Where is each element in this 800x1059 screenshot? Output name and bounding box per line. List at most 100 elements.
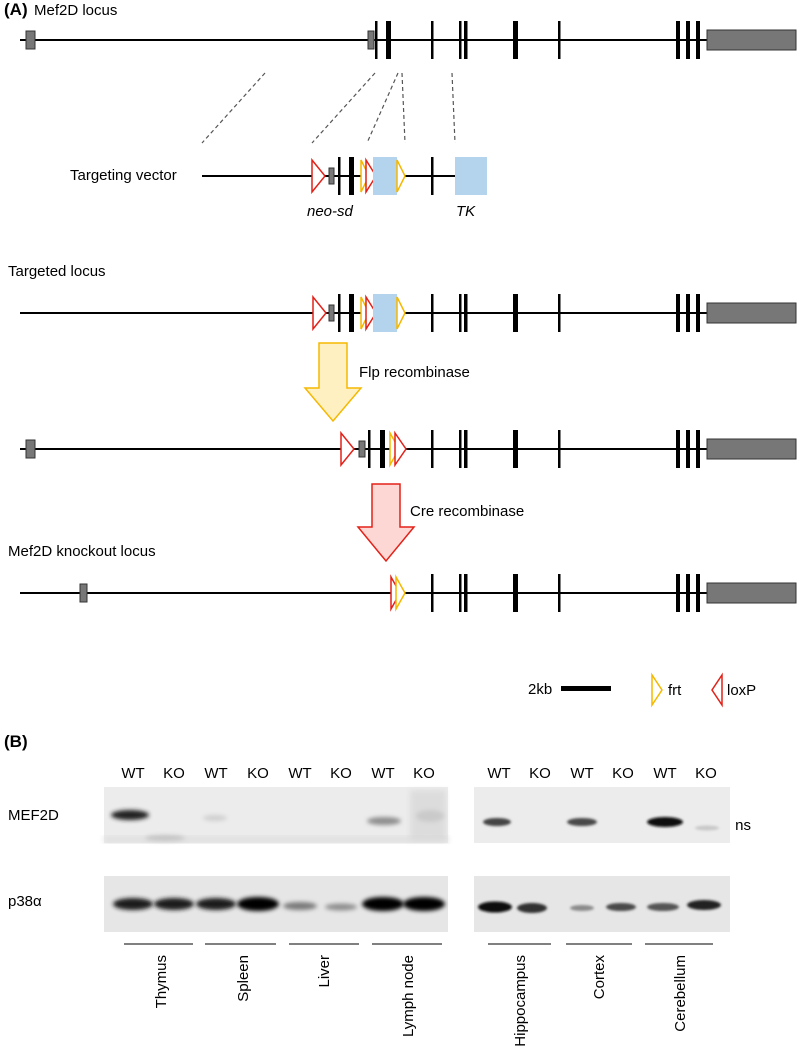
p38-blot-right [474, 876, 730, 932]
wildtype-locus [20, 21, 797, 59]
lane-label: KO [612, 765, 634, 782]
band [154, 898, 194, 910]
band [606, 903, 636, 911]
utr-exon-box [328, 167, 335, 185]
loxp-site-icon [311, 157, 326, 195]
exon [676, 430, 680, 468]
exon [431, 574, 434, 612]
utr-exon-box [358, 440, 366, 458]
loxp-site-icon [394, 430, 407, 468]
utr-5-box [79, 583, 88, 603]
loxp-site-icon [365, 157, 377, 195]
lane-label: WT [487, 765, 510, 782]
lane-label: WT [121, 765, 144, 782]
exon [686, 294, 690, 332]
exon [338, 157, 341, 195]
exon [558, 430, 561, 468]
tk-cassette-label: TK [456, 203, 476, 220]
lane-label: WT [371, 765, 394, 782]
mef2d-row-label: MEF2D [8, 807, 59, 824]
loxp-site-icon [365, 294, 377, 332]
utr-3-box [706, 438, 797, 460]
exon [558, 21, 561, 59]
exon [676, 294, 680, 332]
band [695, 825, 719, 831]
utr-exon-box [367, 30, 375, 50]
band [196, 898, 236, 910]
targeting-vector [202, 157, 487, 195]
exon [380, 430, 385, 468]
band [567, 818, 597, 826]
panel-a-label: (A) [4, 0, 28, 19]
exon [696, 574, 700, 612]
lane-label: KO [695, 765, 717, 782]
exon [431, 430, 434, 468]
loxp-legend-label: loxP [727, 682, 756, 699]
exon [513, 574, 518, 612]
p38-blot-left [104, 876, 448, 932]
band [687, 900, 721, 910]
lane-label: WT [204, 765, 227, 782]
neo-cassette [373, 157, 397, 195]
homology-guides [201, 72, 456, 144]
legend: 2kb frt loxP [528, 672, 756, 708]
exon [676, 574, 680, 612]
band [403, 897, 445, 911]
exon [686, 574, 690, 612]
frt-legend-label: frt [668, 682, 682, 699]
band [570, 905, 594, 911]
tissue-label: Hippocampus [512, 955, 529, 1047]
band [362, 897, 404, 911]
exon [558, 574, 561, 612]
frt-site-icon [396, 159, 406, 193]
exon [386, 21, 391, 59]
lane-label: KO [529, 765, 551, 782]
lane-label: WT [570, 765, 593, 782]
panel-b-label: (B) [4, 732, 28, 751]
exon [459, 430, 462, 468]
frt-site-icon [396, 296, 406, 330]
exon [513, 21, 518, 59]
frt-legend-icon [651, 672, 663, 708]
exon [431, 294, 434, 332]
flp-arrow-icon [303, 342, 363, 423]
lane-label: WT [653, 765, 676, 782]
wildtype-locus-label: Mef2D locus [34, 2, 117, 19]
band [283, 902, 317, 910]
band [647, 817, 683, 827]
lane-label: KO [330, 765, 352, 782]
band [517, 903, 547, 913]
exon [459, 21, 462, 59]
utr-5-box [25, 30, 36, 50]
exon [464, 21, 468, 59]
exon [338, 294, 341, 332]
p38-row-label: p38α [8, 893, 42, 910]
lane-label: KO [247, 765, 269, 782]
targeting-vector-label: Targeting vector [70, 167, 177, 184]
lane-labels-left: WT KO WT KO WT KO WT KO [121, 765, 435, 782]
lane-label: KO [413, 765, 435, 782]
exon [375, 21, 378, 59]
band [113, 898, 153, 910]
lane-label: WT [288, 765, 311, 782]
mef2d-blot-left [104, 787, 448, 843]
exon [459, 574, 462, 612]
exon [513, 430, 518, 468]
targeted-locus-label: Targeted locus [8, 263, 106, 280]
tissue-label: Lymph node [400, 955, 417, 1037]
exon [464, 574, 468, 612]
utr-3-box [706, 29, 797, 51]
scale-bar-label: 2kb [528, 681, 552, 698]
band [325, 903, 357, 911]
exon [431, 21, 434, 59]
utr-exon-box [328, 304, 335, 322]
exon [349, 294, 354, 332]
exon [558, 294, 561, 332]
band [647, 903, 679, 911]
tissue-label: Spleen [235, 955, 252, 1002]
frt-site-icon [395, 574, 406, 612]
loxp-legend-icon [711, 672, 723, 708]
exon [368, 430, 371, 468]
band [145, 835, 185, 841]
